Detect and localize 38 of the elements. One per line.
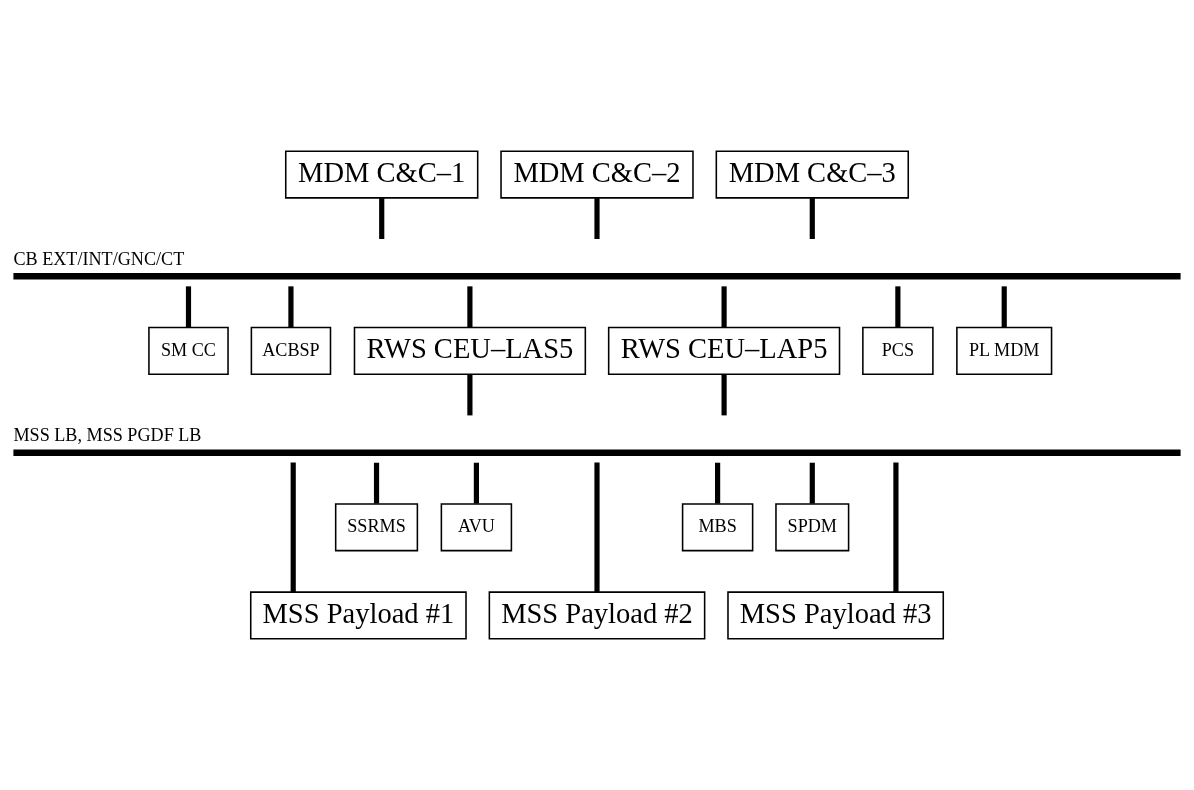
connector <box>288 286 294 328</box>
connector <box>809 198 815 239</box>
connector <box>893 462 899 592</box>
connector <box>467 286 473 328</box>
node-box: SPDM <box>775 503 850 552</box>
connector <box>594 198 600 239</box>
node-box: MSS Payload #1 <box>249 591 467 640</box>
node-box: RWS CEU–LAP5 <box>607 326 841 376</box>
node-box: MBS <box>681 503 754 552</box>
connector <box>185 286 192 328</box>
connector <box>809 462 815 504</box>
node-box: MDM C&C–3 <box>715 150 910 199</box>
node-box: PCS <box>862 326 934 376</box>
node-box: AVU <box>440 503 513 552</box>
node-box: MSS Payload #2 <box>488 591 706 640</box>
connector <box>594 462 600 592</box>
connector <box>895 286 901 328</box>
connector <box>721 374 727 416</box>
node-box: MDM C&C–2 <box>500 150 694 199</box>
node-label: MSS LB, MSS PGDF LB <box>13 425 202 446</box>
node-box: PL MDM <box>956 326 1053 376</box>
node-box: ACBSP <box>250 326 332 376</box>
connector <box>473 462 479 504</box>
node-box <box>13 273 1181 280</box>
connector <box>467 374 473 416</box>
connector <box>715 462 721 504</box>
node-box: SSRMS <box>334 503 419 552</box>
node-label: CB EXT/INT/GNC/CT <box>13 248 185 269</box>
connector <box>373 462 380 504</box>
node-box: RWS CEU–LAS5 <box>353 326 587 376</box>
connector <box>1001 286 1007 328</box>
node-box: MDM C&C–1 <box>284 150 479 199</box>
node-box: SM CC <box>148 326 229 376</box>
connector <box>290 462 296 592</box>
connector <box>721 286 727 328</box>
connector <box>379 198 385 239</box>
node-box: MSS Payload #3 <box>727 591 945 640</box>
node-box <box>13 449 1181 456</box>
